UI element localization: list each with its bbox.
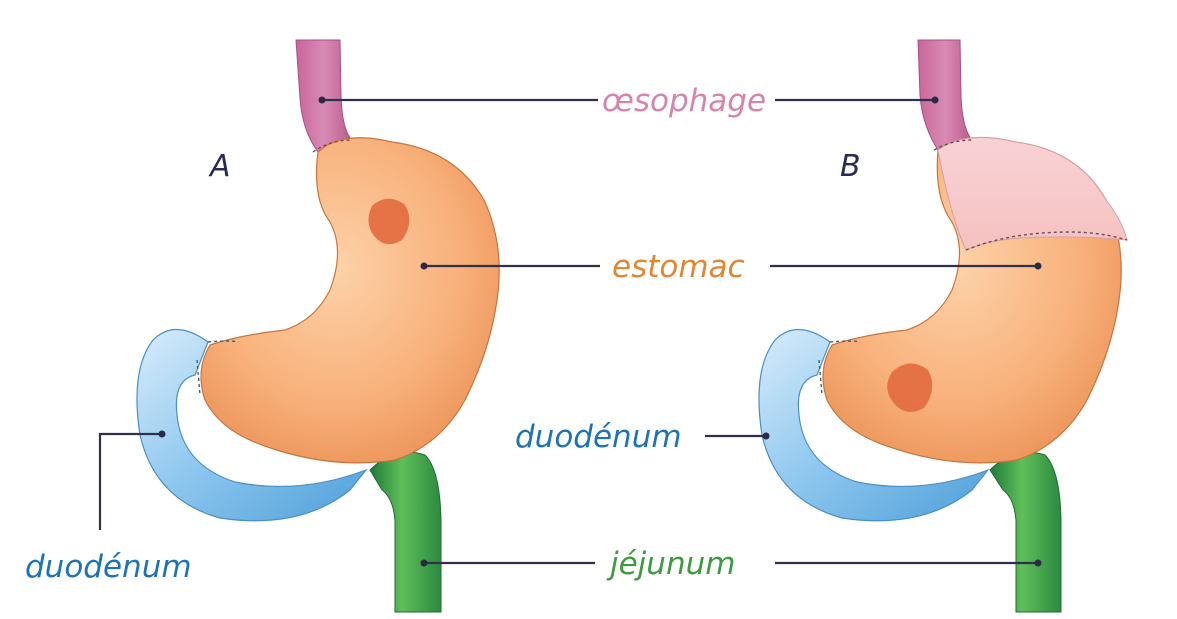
panel-b-stomach-pouch <box>938 138 1127 251</box>
panel-b-oesophagus <box>918 40 972 150</box>
panel-b-jejunum <box>990 452 1061 612</box>
panel-a: A <box>137 40 499 612</box>
panel-a-jejunum <box>370 452 441 612</box>
panel-b-letter: B <box>840 149 861 184</box>
label-duodenum-a: duodénum <box>25 549 192 585</box>
panel-a-letter: A <box>208 149 231 184</box>
label-jejunum: jéjunum <box>606 546 735 582</box>
panel-a-oesophagus <box>296 40 352 152</box>
label-duodenum-b: duodénum <box>515 419 682 455</box>
panel-b: B <box>759 40 1127 612</box>
panel-a-stomach <box>201 138 499 463</box>
label-oesophage: œsophage <box>602 83 766 119</box>
label-estomac: estomac <box>612 249 745 285</box>
